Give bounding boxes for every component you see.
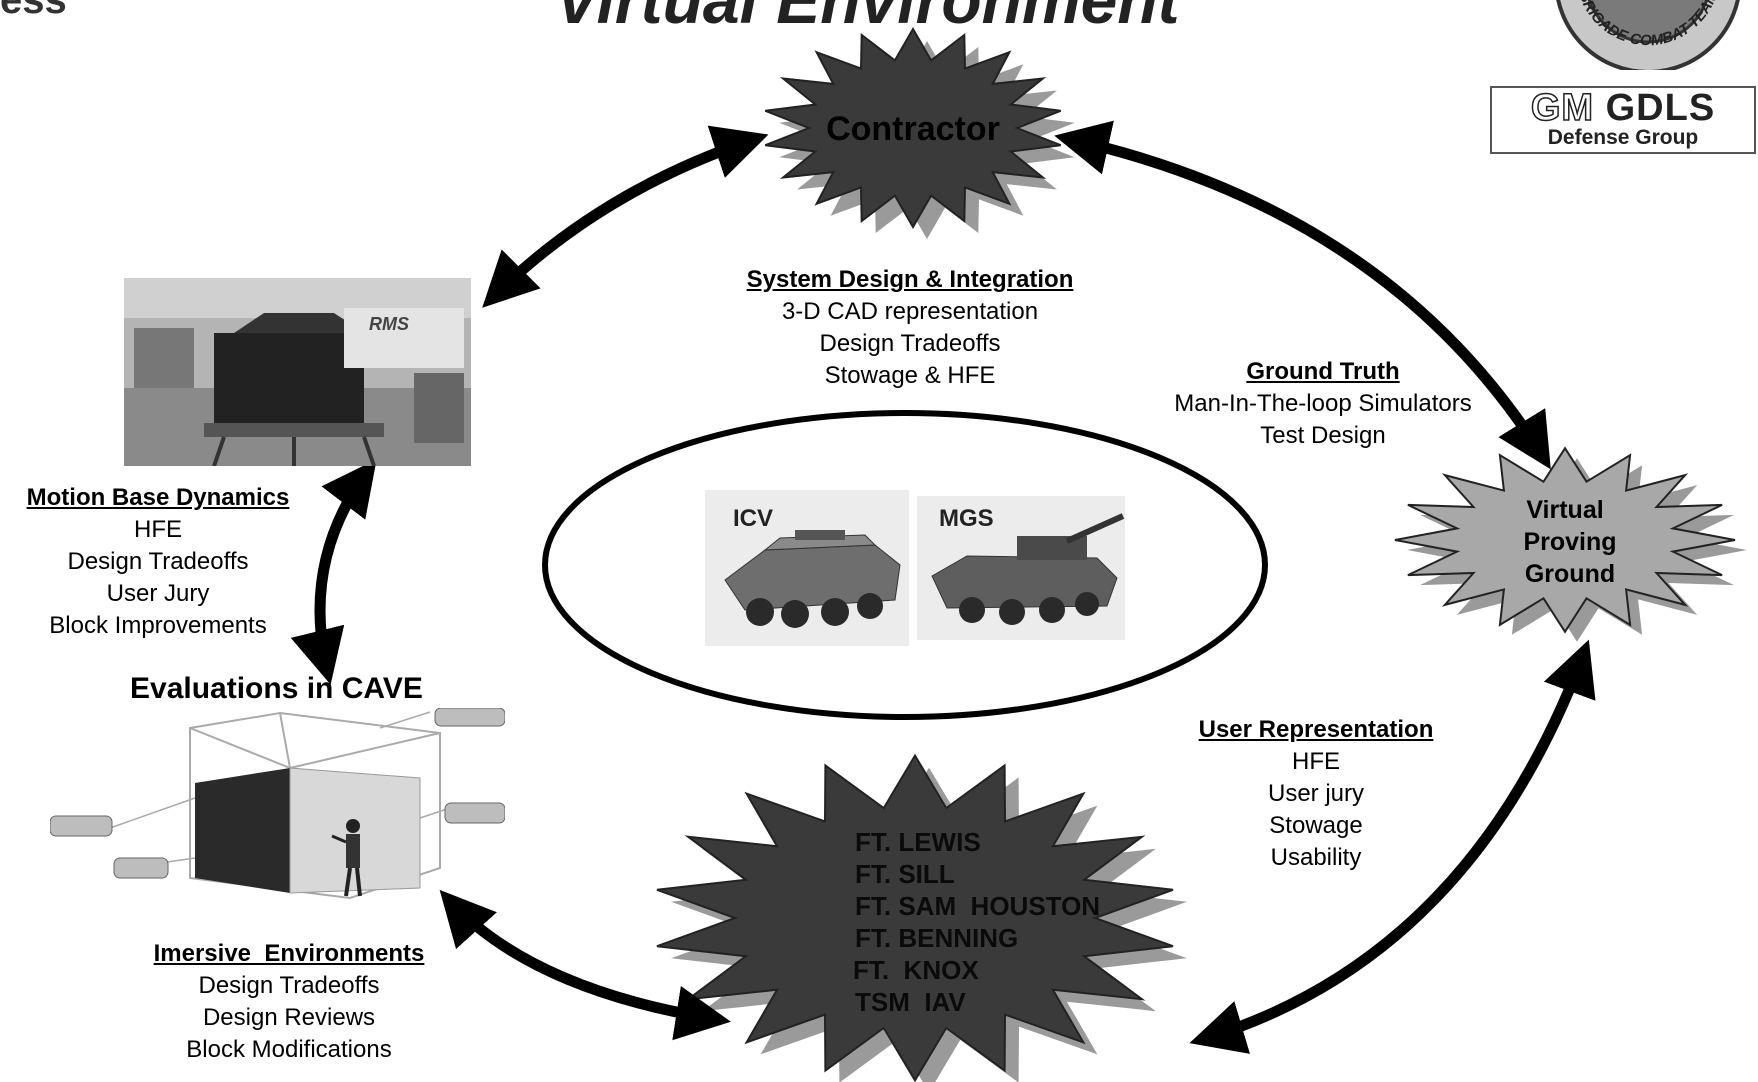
fort-item: TSM IAV <box>855 987 966 1017</box>
immersive-heading: Imersive Environments <box>153 940 425 967</box>
motion-base-item: HFE <box>134 516 182 543</box>
icv-vehicle-image: ICV <box>705 490 909 646</box>
fort-item: FT. KNOX <box>853 955 979 985</box>
fort-item: FT. BENNING <box>855 923 1018 953</box>
vehicle-ellipse <box>542 410 1268 720</box>
immersive-item: Design Reviews <box>202 1004 376 1031</box>
user-representation-heading: User Representation <box>1198 716 1434 743</box>
logo-subtitle: Defense Group <box>1547 126 1699 149</box>
mgs-label: MGS <box>939 505 994 532</box>
immersive-text: Imersive Environments Design Tradeoffs D… <box>130 938 448 1066</box>
arrow-contractor-vpg <box>1054 120 1551 470</box>
contractor-label: Contractor <box>826 110 1000 148</box>
mgs-vehicle-image: MGS <box>917 496 1125 640</box>
motion-base-heading: Motion Base Dynamics <box>26 484 290 511</box>
system-design-item: 3-D CAD representation <box>781 298 1039 325</box>
vpg-label-line-1: Virtual <box>1526 496 1603 524</box>
forts-list: FT. LEWIS FT. SILL FT. SAM HOUSTON FT. B… <box>853 827 1100 1017</box>
motion-base-item: Block Improvements <box>49 612 267 639</box>
rms-sign-text: RMS <box>369 314 409 334</box>
arrow-cave-forts <box>439 889 731 1041</box>
fort-item: FT. SILL <box>855 859 955 889</box>
system-design-item: Stowage & HFE <box>824 362 996 389</box>
user-representation-text: User Representation HFE User jury Stowag… <box>1180 714 1452 874</box>
fort-item: FT. SAM HOUSTON <box>855 891 1100 921</box>
arrow-photo-contractor <box>482 125 769 308</box>
user-representation-item: Usability <box>1270 844 1362 871</box>
contractor-burst <box>764 26 1062 230</box>
vpg-label-line-3: Ground <box>1525 560 1615 588</box>
proving-ground-burst <box>1394 446 1736 634</box>
vpg-label-line-2: Proving <box>1523 528 1616 556</box>
user-representation-item: Stowage <box>1269 812 1363 839</box>
logo-gdls: GDLS <box>1605 87 1716 129</box>
cave-title: Evaluations in CAVE <box>130 672 423 705</box>
user-representation-item: HFE <box>1292 748 1340 775</box>
ground-truth-heading: Ground Truth <box>1246 358 1400 385</box>
header-left-fragment: ess <box>0 0 67 22</box>
motion-base-photo: RMS <box>124 278 471 466</box>
arrow-photo-cave <box>290 459 377 685</box>
page-title: Virtual Environment <box>555 0 1180 37</box>
system-design-item: Design Tradeoffs <box>819 330 1001 357</box>
ground-truth-item: Man-In-The-loop Simulators <box>1174 390 1472 417</box>
motion-base-text: Motion Base Dynamics HFE Design Tradeoff… <box>0 482 316 642</box>
motion-base-item: Design Tradeoffs <box>67 548 249 575</box>
ground-truth-item: Test Design <box>1260 422 1386 449</box>
system-design-text: System Design & Integration 3-D CAD repr… <box>710 264 1110 392</box>
fort-item: FT. LEWIS <box>855 827 981 857</box>
user-representation-item: User jury <box>1267 780 1364 807</box>
arrow-forts-vpg <box>1189 639 1596 1054</box>
motion-base-item: User Jury <box>106 580 210 607</box>
immersive-item: Design Tradeoffs <box>198 972 380 999</box>
icv-label: ICV <box>733 505 773 532</box>
forts-burst <box>656 753 1174 1082</box>
cave-illustration <box>49 707 506 908</box>
system-design-heading: System Design & Integration <box>746 266 1074 293</box>
ground-truth-text: Ground Truth Man-In-The-loop Simulators … <box>1150 356 1496 452</box>
immersive-item: Block Modifications <box>186 1036 392 1063</box>
